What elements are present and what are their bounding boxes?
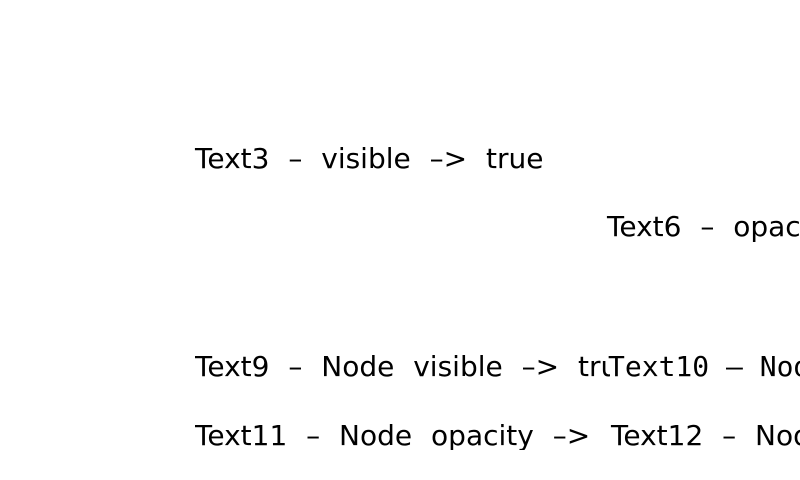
text-item-text11: Text11 – Node opacity –> (: [195, 422, 610, 450]
text-item-text6: Text6 – opacity: [607, 210, 800, 243]
text-item-text10: Text10 – Node: [608, 350, 800, 383]
text-item-text9: Text9 – Node visible –> tru: [195, 353, 610, 381]
text-item-text12: Text12 – Node: [611, 419, 800, 452]
text-item-text3: Text3 – visible –> true: [195, 142, 544, 175]
